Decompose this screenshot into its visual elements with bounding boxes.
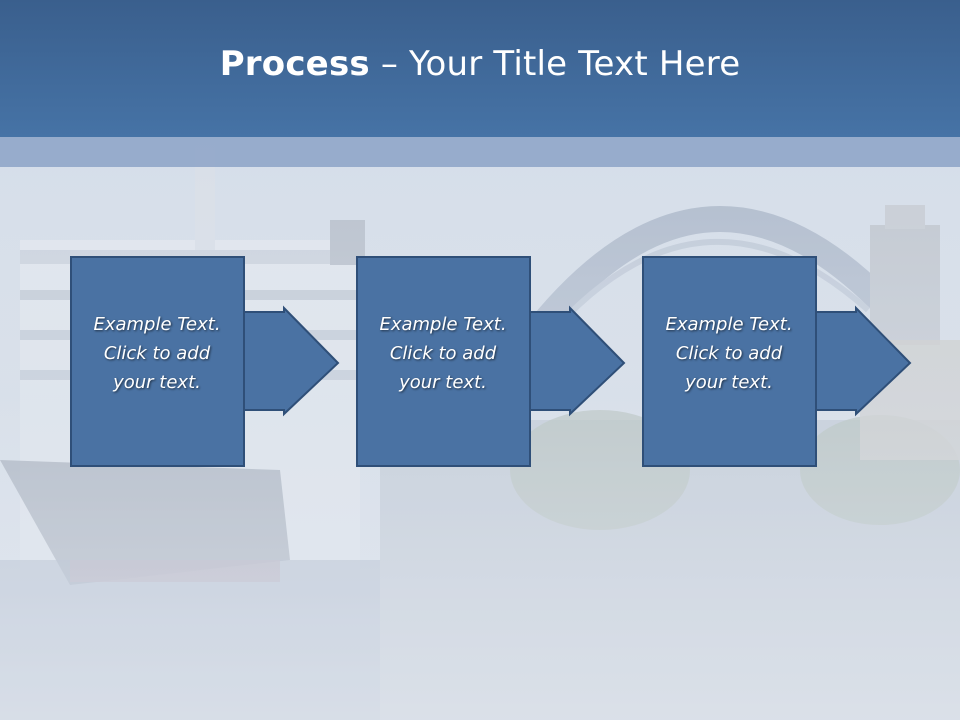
process-step-2[interactable]: Example Text. Click to add your text. — [356, 256, 626, 468]
step-text-line: Example Text. — [665, 314, 793, 335]
step-text[interactable]: Example Text. Click to add your text. — [72, 310, 242, 397]
step-arrow-shape — [70, 256, 340, 467]
step-text-line: Example Text. — [93, 314, 221, 335]
title-bold: Process — [219, 43, 370, 84]
step-text-line: Click to add — [675, 343, 783, 364]
step-text-line: Click to add — [389, 343, 497, 364]
slide-title[interactable]: Process – Your Title Text Here — [220, 44, 741, 84]
step-text-line: Example Text. — [379, 314, 507, 335]
title-bar: Process – Your Title Text Here — [0, 0, 960, 137]
step-arrow-shape — [356, 256, 626, 467]
step-text-line: Click to add — [103, 343, 211, 364]
process-step-3[interactable]: Example Text. Click to add your text. — [642, 256, 912, 468]
step-text[interactable]: Example Text. Click to add your text. — [644, 310, 814, 397]
step-text-line: your text. — [113, 372, 201, 393]
step-text[interactable]: Example Text. Click to add your text. — [358, 310, 528, 397]
title-accent-strip — [0, 137, 960, 167]
step-text-line: your text. — [399, 372, 487, 393]
process-step-1[interactable]: Example Text. Click to add your text. — [70, 256, 340, 468]
title-rest: – Your Title Text Here — [369, 43, 741, 84]
step-arrow-shape — [642, 256, 912, 467]
step-text-line: your text. — [685, 372, 773, 393]
